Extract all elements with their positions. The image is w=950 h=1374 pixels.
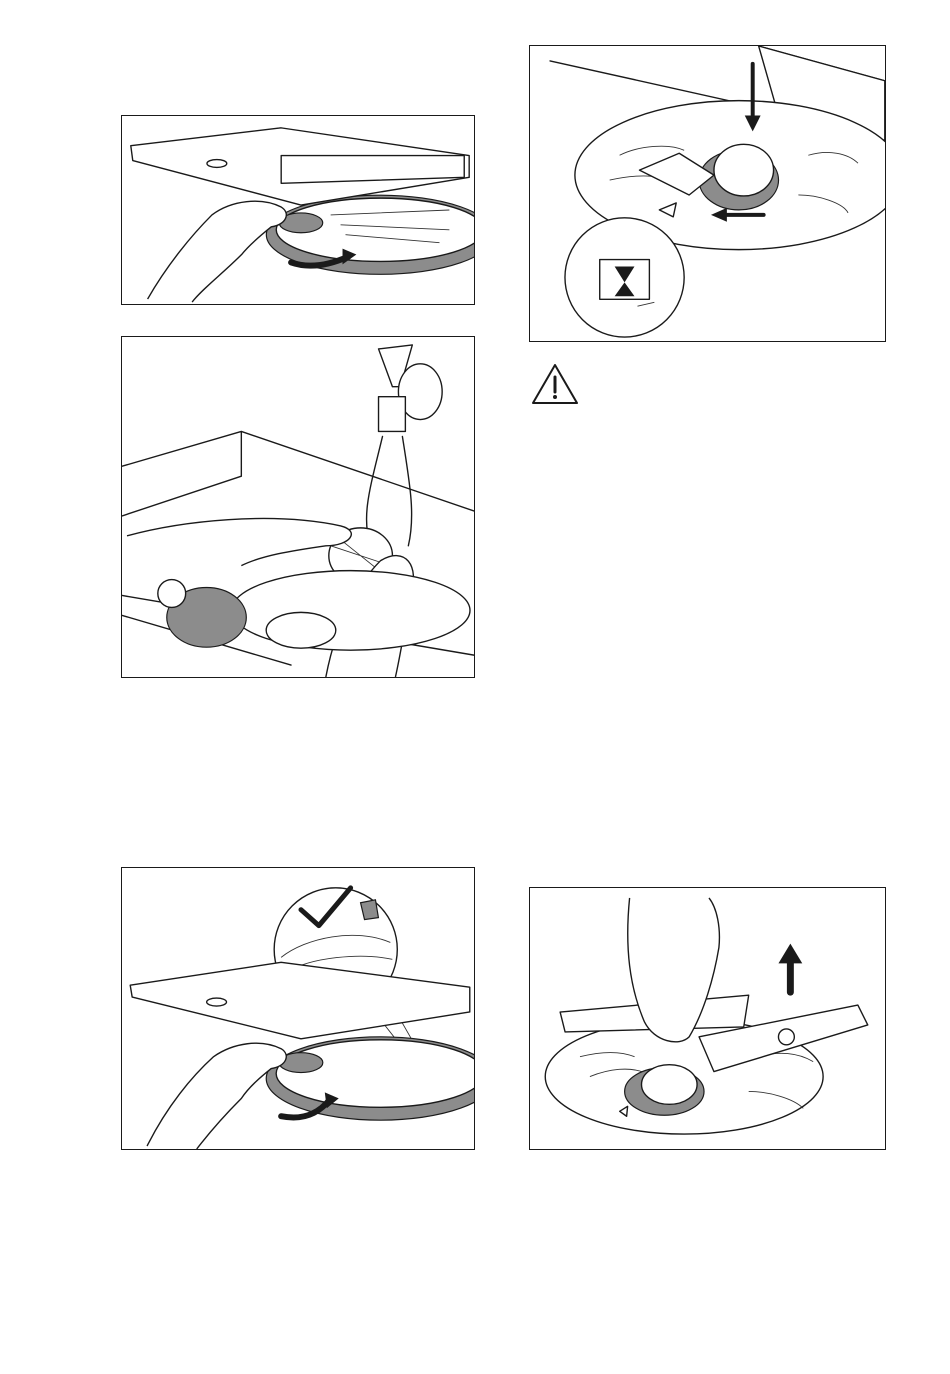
figure-reinstall-spray-arm [121, 867, 475, 1150]
hand-icon [148, 201, 287, 302]
filter-icon [642, 1065, 698, 1105]
hand-icon [147, 1043, 286, 1149]
left-hand [127, 519, 351, 566]
figure-remove-spray-arm [121, 115, 475, 305]
spray-arm [130, 962, 470, 1038]
warning-triangle-icon [531, 363, 579, 405]
figure-pull-up-spray-arm [529, 887, 886, 1150]
figure-rinse-filters [121, 336, 475, 678]
filter-icon [714, 144, 774, 196]
spray-arm-reinstall-illustration [122, 868, 474, 1149]
lock-filter-illustration [530, 46, 885, 341]
figure-lock-filter [529, 45, 886, 342]
spray-arm-pull-up-illustration [530, 888, 885, 1149]
rinse-filters-illustration [122, 337, 474, 677]
up-arrow-icon [778, 944, 802, 964]
spray-arm-rotate-illustration [122, 116, 474, 304]
